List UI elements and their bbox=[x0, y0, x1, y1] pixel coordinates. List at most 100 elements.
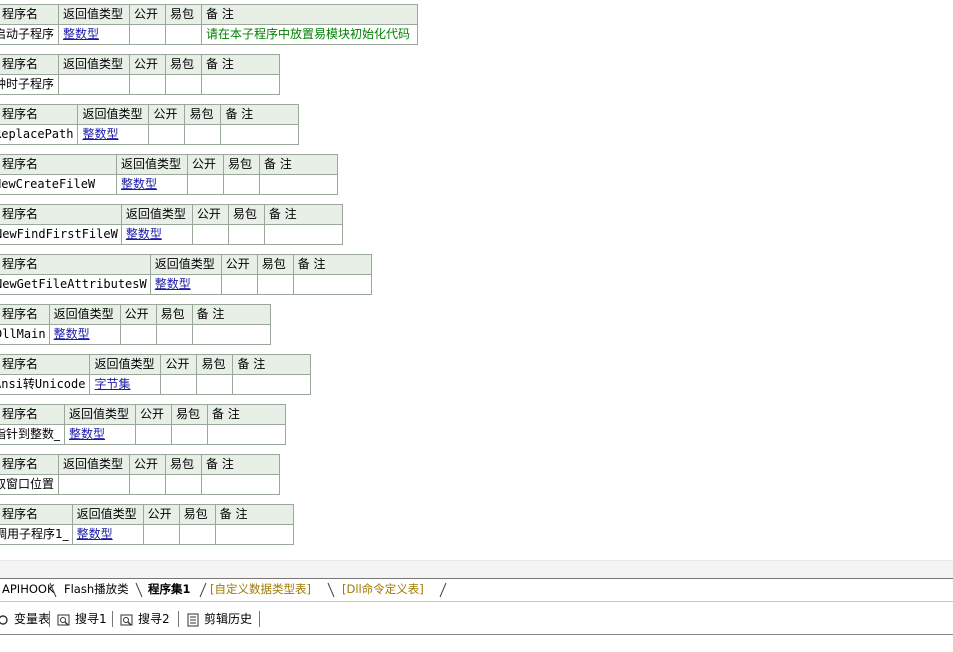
tab-custom-data-types[interactable]: [自定义数据类型表] bbox=[210, 582, 311, 596]
subroutine-name[interactable]: 取窗口位置 bbox=[0, 474, 60, 495]
editor-spacer bbox=[0, 560, 953, 579]
easy-pack-cell[interactable] bbox=[155, 324, 193, 345]
return-type-cell[interactable]: 整数型 bbox=[149, 274, 222, 295]
return-type-link[interactable]: 整数型 bbox=[69, 427, 106, 441]
header-name: 程序名 bbox=[0, 204, 122, 225]
note-cell[interactable] bbox=[191, 324, 271, 345]
tab-program-set-1[interactable]: 程序集1 bbox=[148, 582, 191, 596]
public-cell[interactable] bbox=[220, 274, 258, 295]
header-easy-pack: 易包 bbox=[155, 304, 193, 325]
return-type-cell[interactable]: 整数型 bbox=[58, 24, 131, 45]
tab-separator bbox=[327, 582, 335, 598]
note-cell[interactable] bbox=[263, 224, 343, 245]
module-tab-bar: APIHOOK Flash播放类 程序集1 [自定义数据类型表] [Dll命令定… bbox=[0, 578, 953, 602]
header-name: 程序名 bbox=[0, 4, 60, 25]
note-cell[interactable] bbox=[201, 74, 281, 95]
header-public: 公开 bbox=[119, 304, 157, 325]
return-type-cell[interactable] bbox=[58, 74, 131, 95]
header-note: 备 注 bbox=[292, 254, 372, 275]
easy-pack-cell[interactable] bbox=[223, 174, 260, 195]
public-cell[interactable] bbox=[160, 374, 198, 395]
note-cell[interactable] bbox=[214, 524, 294, 545]
header-easy-pack: 易包 bbox=[165, 54, 203, 75]
tab-apihook[interactable]: APIHOOK bbox=[2, 582, 55, 596]
return-type-link[interactable]: 字节集 bbox=[94, 377, 131, 391]
easy-pack-cell[interactable] bbox=[165, 474, 203, 495]
return-type-cell[interactable]: 整数型 bbox=[120, 224, 193, 245]
return-type-link[interactable]: 整数型 bbox=[63, 27, 100, 41]
header-note: 备 注 bbox=[259, 154, 338, 175]
subroutine-name[interactable]: ReplacePath bbox=[0, 124, 79, 145]
easy-pack-cell[interactable] bbox=[178, 524, 216, 545]
subroutine-name[interactable]: 指针到整数_ bbox=[0, 424, 66, 445]
tab-dll-commands[interactable]: [Dll命令定义表] bbox=[342, 582, 424, 596]
return-type-link[interactable]: 整数型 bbox=[53, 327, 90, 341]
search-1-button[interactable]: 搜寻1 bbox=[57, 609, 107, 629]
return-type-link[interactable]: 整数型 bbox=[121, 177, 158, 191]
header-name: 程序名 bbox=[0, 304, 50, 325]
public-cell[interactable] bbox=[191, 224, 229, 245]
search-icon bbox=[57, 614, 70, 625]
note-cell[interactable] bbox=[292, 274, 372, 295]
return-type-cell[interactable]: 字节集 bbox=[89, 374, 162, 395]
public-cell[interactable] bbox=[135, 424, 173, 445]
return-type-link[interactable]: 整数型 bbox=[154, 277, 191, 291]
header-name: 程序名 bbox=[0, 104, 79, 125]
note-cell[interactable]: 请在本子程序中放置易模块初始化代码 bbox=[201, 24, 419, 45]
tab-flash-player[interactable]: Flash播放类 bbox=[64, 582, 129, 596]
note-cell[interactable] bbox=[207, 424, 287, 445]
easy-pack-cell[interactable] bbox=[196, 374, 234, 395]
tab-separator bbox=[439, 582, 447, 598]
search-2-button[interactable]: 搜寻2 bbox=[120, 609, 170, 629]
note-cell[interactable] bbox=[220, 124, 300, 145]
header-note: 备 注 bbox=[201, 54, 281, 75]
return-type-cell[interactable]: 整数型 bbox=[116, 174, 188, 195]
header-public: 公开 bbox=[148, 104, 186, 125]
subroutine-name[interactable]: NewGetFileAttributesW bbox=[0, 274, 151, 295]
return-type-cell[interactable]: 整数型 bbox=[77, 124, 150, 145]
subroutine-name[interactable]: NewCreateFileW bbox=[0, 174, 117, 195]
public-cell[interactable] bbox=[187, 174, 224, 195]
public-cell[interactable] bbox=[148, 124, 186, 145]
subroutine-name[interactable]: 调用子程序1_ bbox=[0, 524, 73, 545]
header-name: 程序名 bbox=[0, 254, 151, 275]
subroutine-name[interactable]: NewFindFirstFileW bbox=[0, 224, 122, 245]
tab-separator bbox=[49, 582, 57, 598]
return-type-link[interactable]: 整数型 bbox=[76, 527, 113, 541]
return-type-cell[interactable]: 整数型 bbox=[64, 424, 137, 445]
variable-table-icon bbox=[0, 614, 8, 625]
easy-pack-cell[interactable] bbox=[165, 74, 203, 95]
return-type-link[interactable]: 整数型 bbox=[125, 227, 162, 241]
public-cell[interactable] bbox=[129, 474, 167, 495]
header-return-type: 返回值类型 bbox=[71, 504, 144, 525]
subroutine-name[interactable]: Ansi转Unicode bbox=[0, 374, 91, 395]
return-type-cell[interactable]: 整数型 bbox=[71, 524, 144, 545]
easy-pack-cell[interactable] bbox=[227, 224, 265, 245]
easy-pack-cell[interactable] bbox=[256, 274, 294, 295]
header-public: 公开 bbox=[129, 4, 167, 25]
easy-pack-cell[interactable] bbox=[165, 24, 203, 45]
return-type-link[interactable]: 整数型 bbox=[82, 127, 119, 141]
subroutine-name[interactable]: 钟时子程序 bbox=[0, 74, 60, 95]
public-cell[interactable] bbox=[129, 24, 167, 45]
variable-table-button[interactable]: 变量表 bbox=[0, 609, 50, 629]
public-cell[interactable] bbox=[119, 324, 157, 345]
clipboard-history-button[interactable]: 剪辑历史 bbox=[186, 609, 252, 629]
public-cell[interactable] bbox=[142, 524, 180, 545]
note-cell[interactable] bbox=[201, 474, 281, 495]
header-name: 程序名 bbox=[0, 154, 117, 175]
subroutine-table: 程序名返回值类型公开易包备 注调用子程序1_整数型 bbox=[0, 504, 294, 545]
return-type-cell[interactable]: 整数型 bbox=[48, 324, 121, 345]
header-easy-pack: 易包 bbox=[196, 354, 234, 375]
easy-pack-cell[interactable] bbox=[184, 124, 222, 145]
header-return-type: 返回值类型 bbox=[58, 454, 131, 475]
public-cell[interactable] bbox=[129, 74, 167, 95]
note-cell[interactable] bbox=[232, 374, 312, 395]
subroutine-name[interactable]: 启动子程序 bbox=[0, 24, 60, 45]
subroutine-name[interactable]: DllMain bbox=[0, 324, 50, 345]
return-type-cell[interactable] bbox=[58, 474, 131, 495]
note-cell[interactable] bbox=[259, 174, 338, 195]
code-editor-area[interactable]: 程序名返回值类型公开易包备 注启动子程序整数型请在本子程序中放置易模块初始化代码… bbox=[0, 0, 953, 560]
easy-pack-cell[interactable] bbox=[171, 424, 209, 445]
header-note: 备 注 bbox=[191, 304, 271, 325]
